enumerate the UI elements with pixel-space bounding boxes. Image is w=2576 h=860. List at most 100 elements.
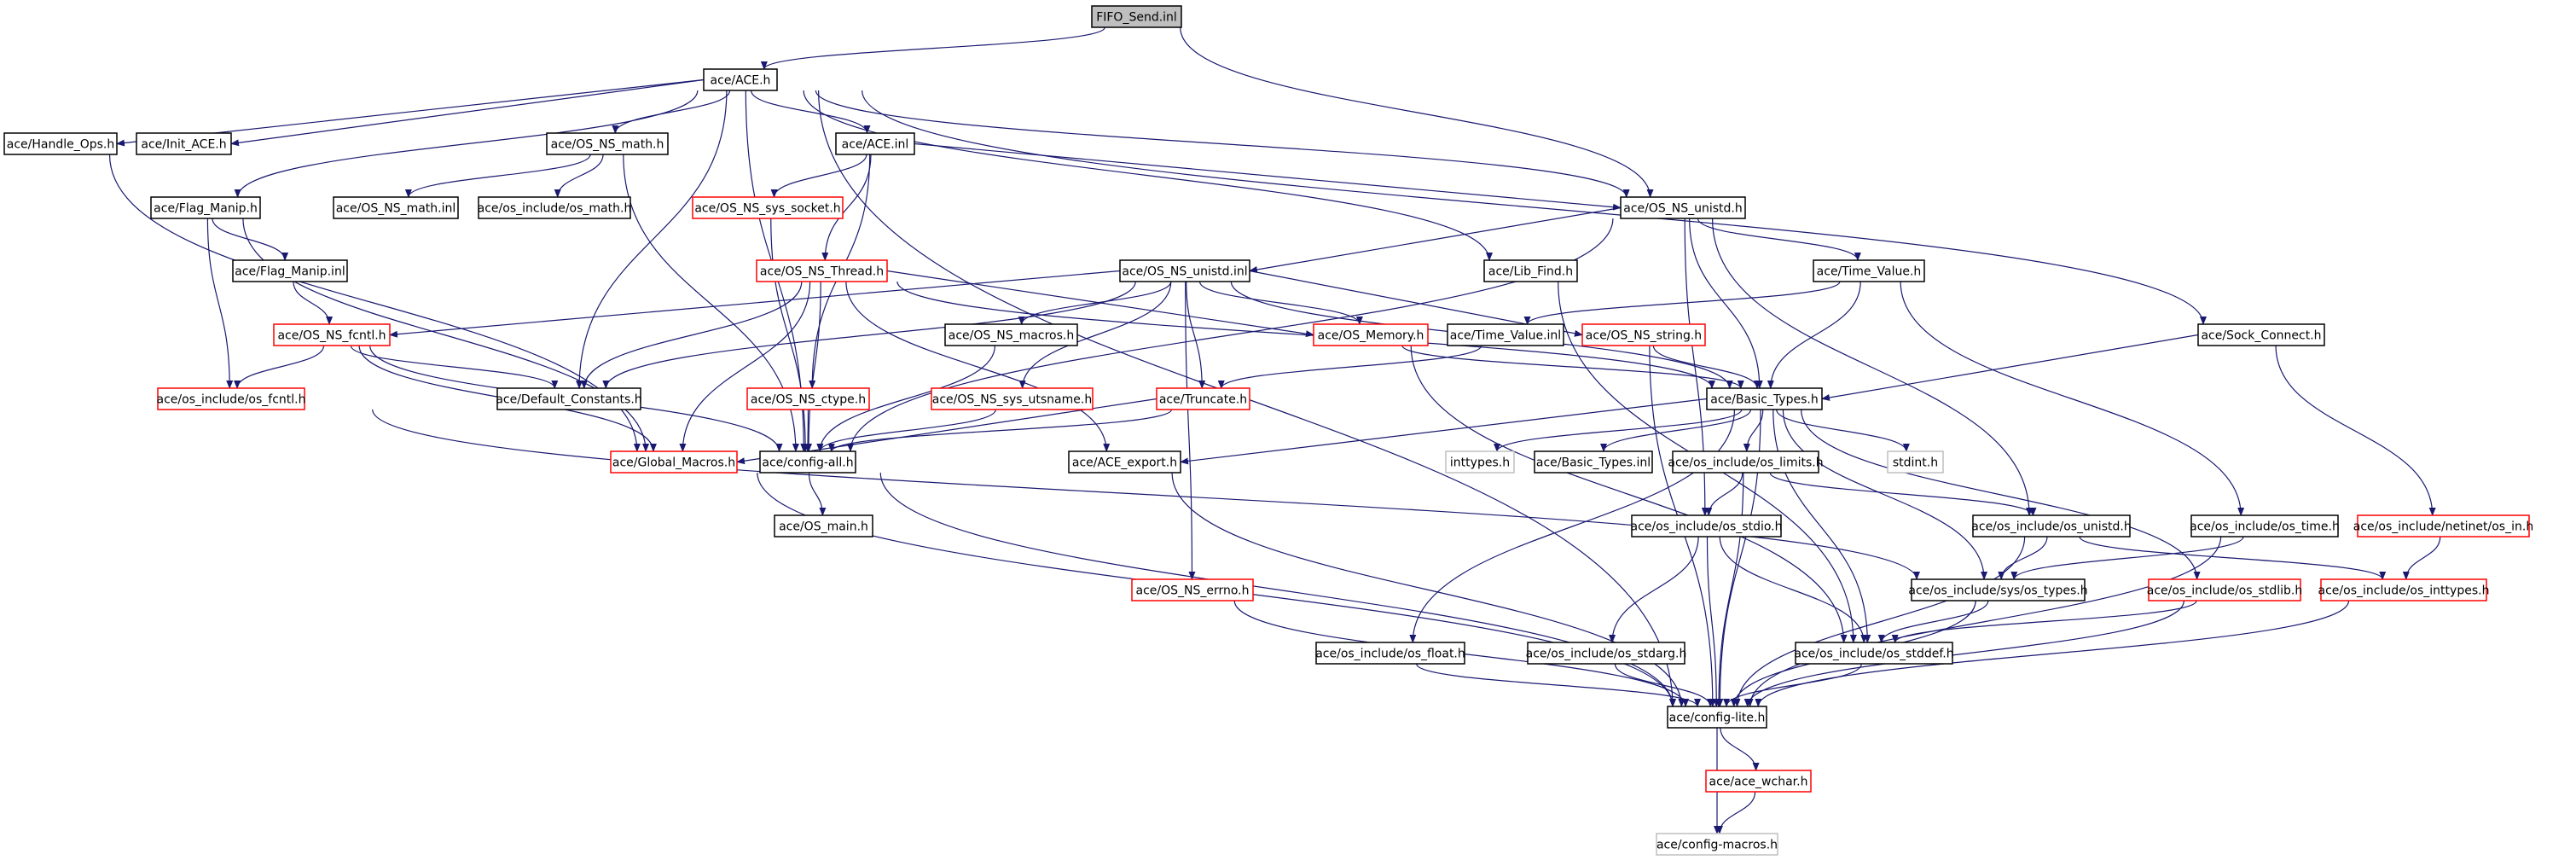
node-lib-find-h[interactable]: ace/Lib_Find.h <box>1483 259 1578 282</box>
node-box[interactable] <box>692 196 844 219</box>
node-box[interactable] <box>1911 578 2086 601</box>
node-box[interactable] <box>1131 578 1254 601</box>
node-box[interactable] <box>478 196 631 219</box>
node-time-value-h[interactable]: ace/Time_Value.h <box>1813 259 1925 282</box>
node-ace-h[interactable]: ace/ACE.h <box>703 68 778 91</box>
node-os-fcntl-h[interactable]: ace/os_include/os_fcntl.h <box>157 387 306 410</box>
node-box[interactable] <box>1667 706 1767 729</box>
node-box[interactable] <box>2190 514 2339 538</box>
node-box[interactable] <box>136 132 232 155</box>
node-box[interactable] <box>759 450 856 474</box>
node-os-stdlib-h[interactable]: ace/os_include/os_stdlib.h <box>2147 578 2302 601</box>
node-box[interactable] <box>1119 259 1250 282</box>
node-box[interactable] <box>1795 642 1953 665</box>
node-os-ns-fcntl-h[interactable]: ace/OS_NS_fcntl.h <box>273 323 391 346</box>
node-box[interactable] <box>1581 323 1706 346</box>
node-box[interactable] <box>944 323 1078 346</box>
node-os-ns-sys-utsname-h[interactable]: ace/OS_NS_sys_utsname.h <box>931 387 1094 410</box>
node-inttypes-h[interactable]: inttypes.h <box>1445 450 1515 474</box>
node-box[interactable] <box>1445 450 1515 474</box>
node-box[interactable] <box>157 387 305 410</box>
node-os-inttypes-h[interactable]: ace/os_include/os_inttypes.h <box>2318 578 2490 601</box>
node-box[interactable] <box>1705 770 1812 793</box>
node-truncate-h[interactable]: ace/Truncate.h <box>1156 387 1250 410</box>
node-init-ace-h[interactable]: ace/Init_ACE.h <box>136 132 232 155</box>
node-os-ns-math-h[interactable]: ace/OS_NS_math.h <box>546 132 669 155</box>
node-os-time-h[interactable]: ace/os_include/os_time.h <box>2190 514 2340 538</box>
node-stdint-h[interactable]: stdint.h <box>1887 450 1944 474</box>
node-box[interactable] <box>1447 323 1564 346</box>
node-os-stddef-h[interactable]: ace/os_include/os_stddef.h <box>1794 642 1954 665</box>
node-box[interactable] <box>1813 259 1925 282</box>
node-os-math-h[interactable]: ace/os_include/os_math.h <box>478 196 632 219</box>
node-ace-wchar-h[interactable]: ace/ace_wchar.h <box>1705 770 1812 793</box>
node-box[interactable] <box>1315 642 1465 665</box>
node-handle-ops-h[interactable]: ace/Handle_Ops.h <box>3 132 118 155</box>
node-os-float-h[interactable]: ace/os_include/os_float.h <box>1315 642 1465 665</box>
node-os-ns-math-inl[interactable]: ace/OS_NS_math.inl <box>333 196 459 219</box>
node-box[interactable] <box>610 450 738 474</box>
node-os-ns-errno-h[interactable]: ace/OS_NS_errno.h <box>1131 578 1254 601</box>
node-box[interactable] <box>2357 514 2530 538</box>
node-box[interactable] <box>1620 196 1746 219</box>
node-box[interactable] <box>496 387 641 410</box>
node-global-macros-h[interactable]: ace/Global_Macros.h <box>610 450 738 474</box>
node-box[interactable] <box>1091 5 1182 28</box>
node-box[interactable] <box>1156 387 1250 410</box>
node-os-main-h[interactable]: ace/OS_main.h <box>774 514 873 538</box>
node-os-memory-h[interactable]: ace/OS_Memory.h <box>1313 323 1429 346</box>
node-flag-manip-h[interactable]: ace/Flag_Manip.h <box>150 196 261 219</box>
node-box[interactable] <box>931 387 1094 410</box>
node-config-all-h[interactable]: ace/config-all.h <box>759 450 856 474</box>
node-os-unistd-h[interactable]: ace/os_include/os_unistd.h <box>1971 514 2132 538</box>
node-os-stdarg-h[interactable]: ace/os_include/os_stdarg.h <box>1526 642 1687 665</box>
node-box[interactable] <box>333 196 459 219</box>
node-config-lite-h[interactable]: ace/config-lite.h <box>1667 706 1767 729</box>
node-config-macros-h[interactable]: ace/config-macros.h <box>1656 833 1778 856</box>
node-box[interactable] <box>273 323 391 346</box>
node-ace-export-h[interactable]: ace/ACE_export.h <box>1068 450 1181 474</box>
node-box[interactable] <box>2320 578 2487 601</box>
node-os-ns-unistd-inl[interactable]: ace/OS_NS_unistd.inl <box>1119 259 1250 282</box>
node-os-ns-macros-h[interactable]: ace/OS_NS_macros.h <box>944 323 1078 346</box>
node-box[interactable] <box>1672 450 1819 474</box>
node-os-in-h[interactable]: ace/os_include/netinet/os_in.h <box>2353 514 2533 538</box>
node-box[interactable] <box>2148 578 2301 601</box>
node-box[interactable] <box>2197 323 2325 346</box>
node-box[interactable] <box>1656 833 1778 856</box>
node-basic-types-h[interactable]: ace/Basic_Types.h <box>1706 387 1823 410</box>
node-box[interactable] <box>1706 387 1823 410</box>
node-os-ns-ctype-h[interactable]: ace/OS_NS_ctype.h <box>746 387 870 410</box>
node-time-value-inl[interactable]: ace/Time_Value.inl <box>1447 323 1564 346</box>
node-box[interactable] <box>746 387 870 410</box>
node-box[interactable] <box>1972 514 2131 538</box>
node-box[interactable] <box>150 196 261 219</box>
node-box[interactable] <box>1313 323 1429 346</box>
node-box[interactable] <box>835 132 915 155</box>
node-os-ns-string-h[interactable]: ace/OS_NS_string.h <box>1581 323 1706 346</box>
node-box[interactable] <box>1631 514 1782 538</box>
node-fifo-send-inl[interactable]: FIFO_Send.inl <box>1091 5 1182 28</box>
node-os-ns-thread-h[interactable]: ace/OS_NS_Thread.h <box>756 259 888 282</box>
node-os-ns-unistd-h[interactable]: ace/OS_NS_unistd.h <box>1620 196 1746 219</box>
node-box[interactable] <box>1887 450 1944 474</box>
node-basic-types-inl[interactable]: ace/Basic_Types.inl <box>1534 450 1653 474</box>
node-box[interactable] <box>3 132 118 155</box>
node-os-types-h[interactable]: ace/os_include/sys/os_types.h <box>1908 578 2088 601</box>
node-box[interactable] <box>1527 642 1685 665</box>
node-default-constants-h[interactable]: ace/Default_Constants.h <box>496 387 642 410</box>
node-flag-manip-inl[interactable]: ace/Flag_Manip.inl <box>232 259 348 282</box>
node-box[interactable] <box>703 68 778 91</box>
node-box[interactable] <box>1068 450 1181 474</box>
node-box[interactable] <box>756 259 888 282</box>
node-box[interactable] <box>774 514 873 538</box>
node-os-limits-h[interactable]: ace/os_include/os_limits.h <box>1668 450 1824 474</box>
node-ace-inl[interactable]: ace/ACE.inl <box>835 132 915 155</box>
node-sock-connect-h[interactable]: ace/Sock_Connect.h <box>2197 323 2325 346</box>
node-box[interactable] <box>232 259 348 282</box>
node-box[interactable] <box>1483 259 1578 282</box>
node-os-stdio-h[interactable]: ace/os_include/os_stdio.h <box>1631 514 1783 538</box>
node-box[interactable] <box>1534 450 1653 474</box>
node-box[interactable] <box>546 132 669 155</box>
node-os-ns-sys-socket-h[interactable]: ace/OS_NS_sys_socket.h <box>692 196 844 219</box>
